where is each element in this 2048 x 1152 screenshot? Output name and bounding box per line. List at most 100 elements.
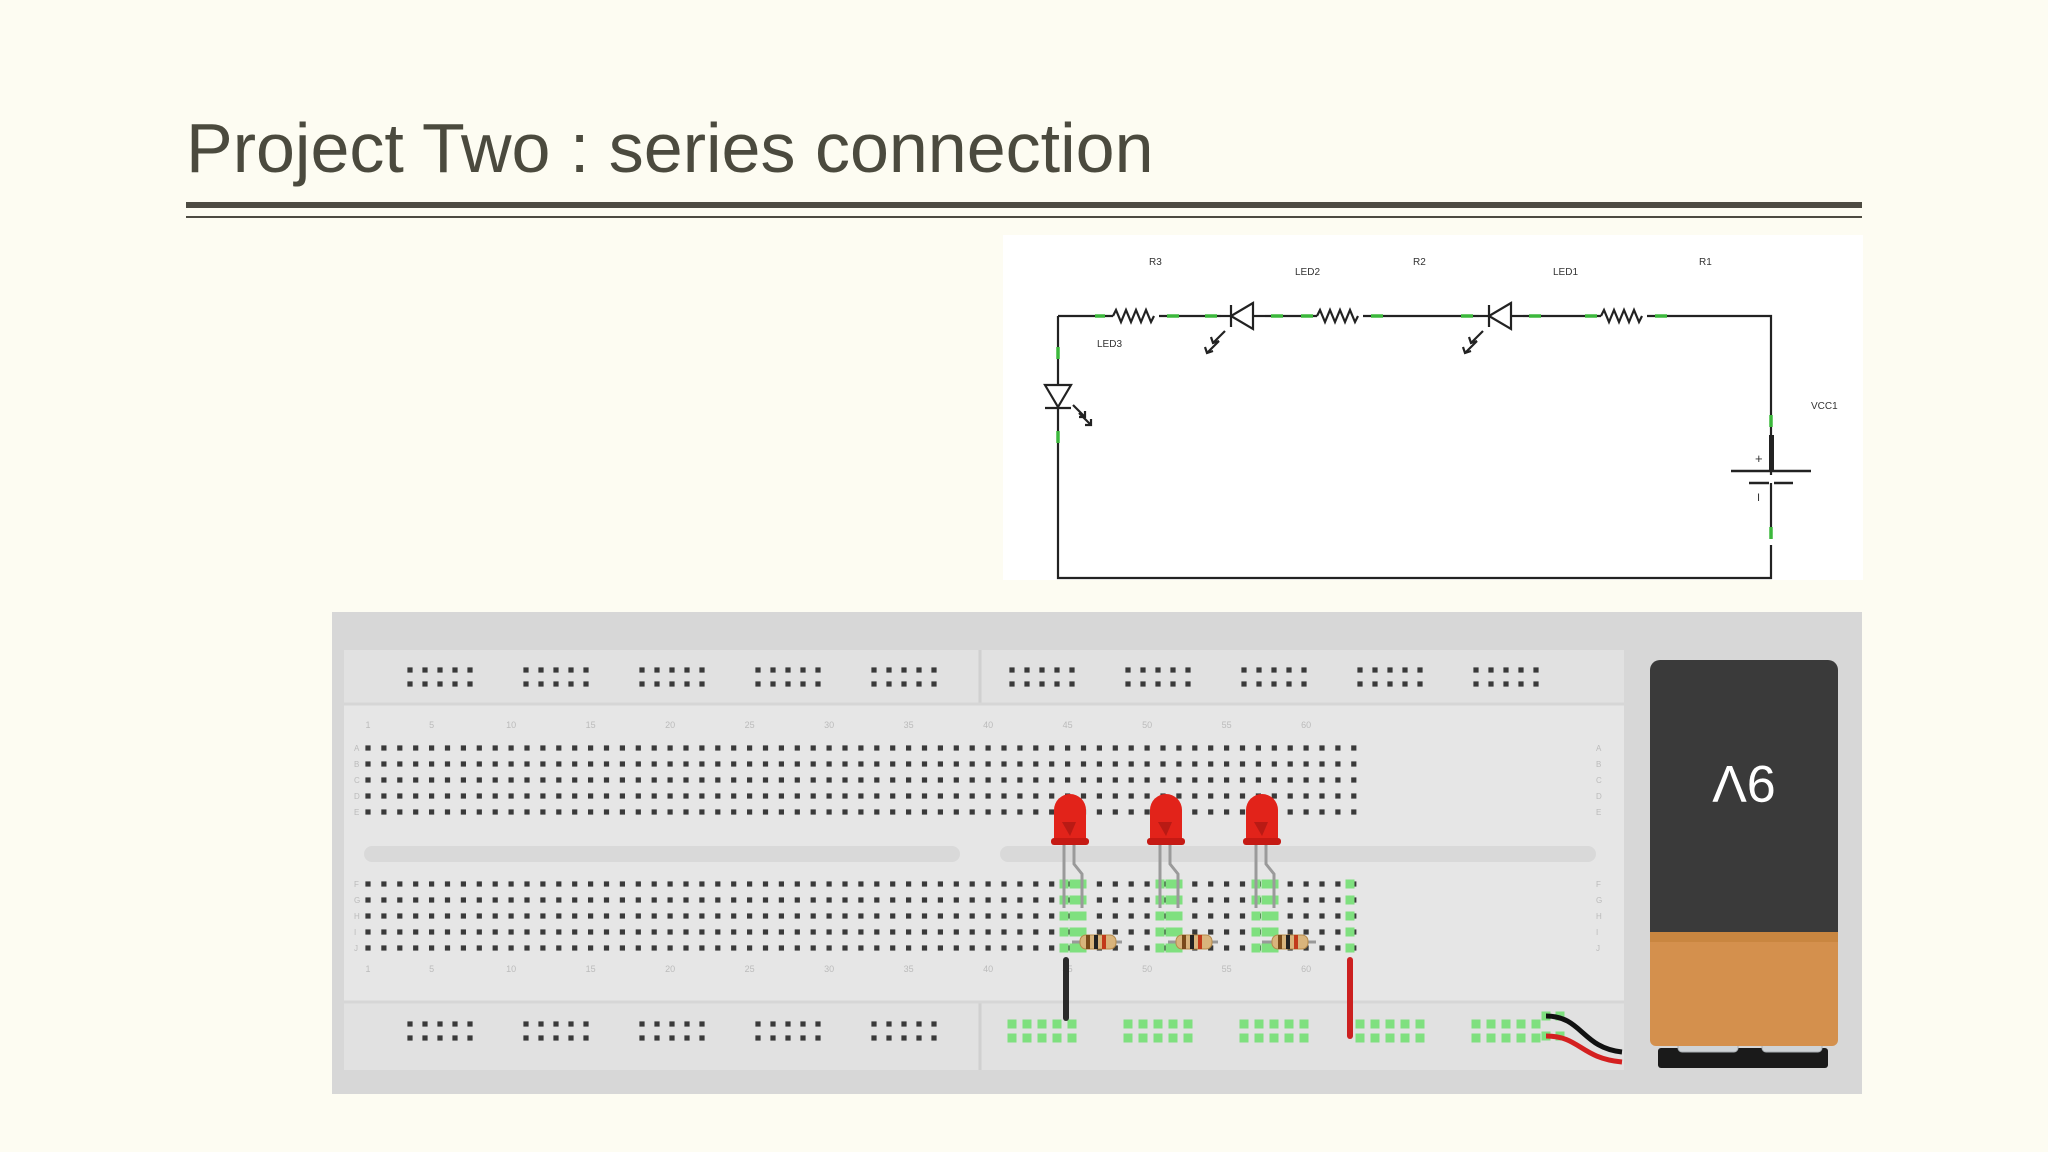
breadboard-hole — [365, 929, 371, 935]
breadboard-hole — [1033, 913, 1039, 919]
rail-hole — [583, 667, 589, 673]
breadboard-hole — [635, 793, 641, 799]
connected-hole — [1251, 943, 1261, 953]
breadboard-hole — [556, 945, 562, 951]
rail-hole — [407, 681, 413, 687]
breadboard-hole — [1033, 881, 1039, 887]
breadboard-hole — [476, 793, 482, 799]
breadboard-hole — [1017, 881, 1023, 887]
circuit-schematic: R3 LED2 R2 LED1 R1 LED3 VCC1 + I — [1003, 235, 1863, 580]
breadboard-hole — [715, 809, 721, 815]
connected-rail-hole — [1486, 1019, 1496, 1029]
breadboard-hole — [1049, 881, 1055, 887]
breadboard-hole — [556, 745, 562, 751]
breadboard-hole — [429, 913, 435, 919]
connected-hole — [1077, 927, 1087, 937]
rail-hole — [931, 1035, 937, 1041]
breadboard-hole — [1224, 745, 1230, 751]
breadboard-hole — [762, 809, 769, 815]
breadboard-hole — [699, 897, 705, 903]
breadboard-hole — [381, 881, 387, 887]
label-r3: R3 — [1149, 257, 1162, 268]
breadboard-hole — [810, 881, 816, 887]
resistor-r3 — [1112, 307, 1155, 325]
breadboard-hole — [524, 777, 530, 783]
breadboard-hole — [890, 745, 896, 751]
breadboard-hole — [476, 881, 482, 887]
breadboard-hole — [588, 761, 594, 767]
breadboard-hole — [747, 793, 753, 799]
connected-hole — [1251, 927, 1261, 937]
rail-hole — [785, 1035, 791, 1041]
breadboard-hole — [444, 881, 451, 887]
breadboard-hole — [365, 777, 371, 783]
column-numbers: 1155101015152020252530303535404045455050… — [365, 720, 1311, 974]
rail-hole — [1069, 681, 1075, 687]
breadboard-hole — [985, 793, 991, 799]
row-letter: A — [354, 744, 360, 753]
rail-hole — [1503, 667, 1509, 673]
breadboard-hole — [778, 913, 784, 919]
breadboard-hole — [1208, 897, 1214, 903]
breadboard-hole — [603, 929, 610, 935]
breadboard-hole — [1001, 777, 1007, 783]
rail-hole — [1488, 681, 1494, 687]
row-letter: J — [354, 944, 358, 953]
rail-hole — [654, 1035, 660, 1041]
breadboard-hole — [460, 745, 466, 751]
breadboard-hole — [588, 809, 594, 815]
column-number: 40 — [983, 720, 993, 730]
rail-hole — [815, 1035, 821, 1041]
connected-rail-hole — [1415, 1033, 1425, 1043]
rail-hole — [407, 1035, 413, 1041]
rail-hole — [1009, 681, 1015, 687]
breadboard-hole — [921, 745, 928, 751]
breadboard-hole — [540, 761, 546, 767]
breadboard-hole — [858, 897, 864, 903]
breadboard-hole — [810, 897, 816, 903]
rail-hole — [1417, 681, 1423, 687]
rail-hole — [886, 667, 892, 673]
breadboard-hole — [572, 945, 578, 951]
breadboard-hole — [858, 945, 864, 951]
connected-rail-hole — [1138, 1019, 1148, 1029]
breadboard-hole — [1287, 809, 1293, 815]
breadboard-hole — [572, 929, 578, 935]
breadboard-hole — [1255, 745, 1261, 751]
breadboard-hole — [1049, 793, 1055, 799]
breadboard-hole — [985, 809, 991, 815]
breadboard-hole — [1239, 913, 1246, 919]
breadboard-hole — [1224, 897, 1230, 903]
breadboard-hole — [715, 793, 721, 799]
breadboard-hole — [1239, 809, 1246, 815]
breadboard-hole — [874, 809, 880, 815]
breadboard-hole — [842, 809, 848, 815]
breadboard-hole — [985, 945, 991, 951]
breadboard-hole — [635, 913, 641, 919]
breadboard-hole — [429, 945, 435, 951]
breadboard-hole — [874, 945, 880, 951]
breadboard-hole — [1192, 761, 1198, 767]
breadboard-drawing: 1155101015152020252530303535404045455050… — [344, 650, 1838, 1070]
breadboard-hole — [1255, 761, 1261, 767]
breadboard-hole — [1208, 881, 1214, 887]
breadboard-hole — [1112, 913, 1118, 919]
breadboard-hole — [874, 793, 880, 799]
connected-hole — [1165, 911, 1175, 921]
breadboard-hole — [858, 809, 864, 815]
connected-rail-hole — [1254, 1019, 1264, 1029]
breadboard-hole — [810, 945, 816, 951]
center-channel-left — [364, 846, 960, 862]
breadboard-hole — [1160, 745, 1166, 751]
breadboard-hole — [1319, 913, 1325, 919]
rail-hole — [639, 667, 645, 673]
breadboard-hole — [619, 809, 625, 815]
connected-rail-hole — [1531, 1033, 1541, 1043]
breadboard-hole — [556, 761, 562, 767]
connected-hole — [1269, 911, 1279, 921]
title-rule-thick — [186, 202, 1862, 208]
connected-rail-hole — [1370, 1033, 1380, 1043]
breadboard-hole — [365, 897, 371, 903]
breadboard-hole — [429, 793, 435, 799]
connected-hole — [1069, 927, 1079, 937]
